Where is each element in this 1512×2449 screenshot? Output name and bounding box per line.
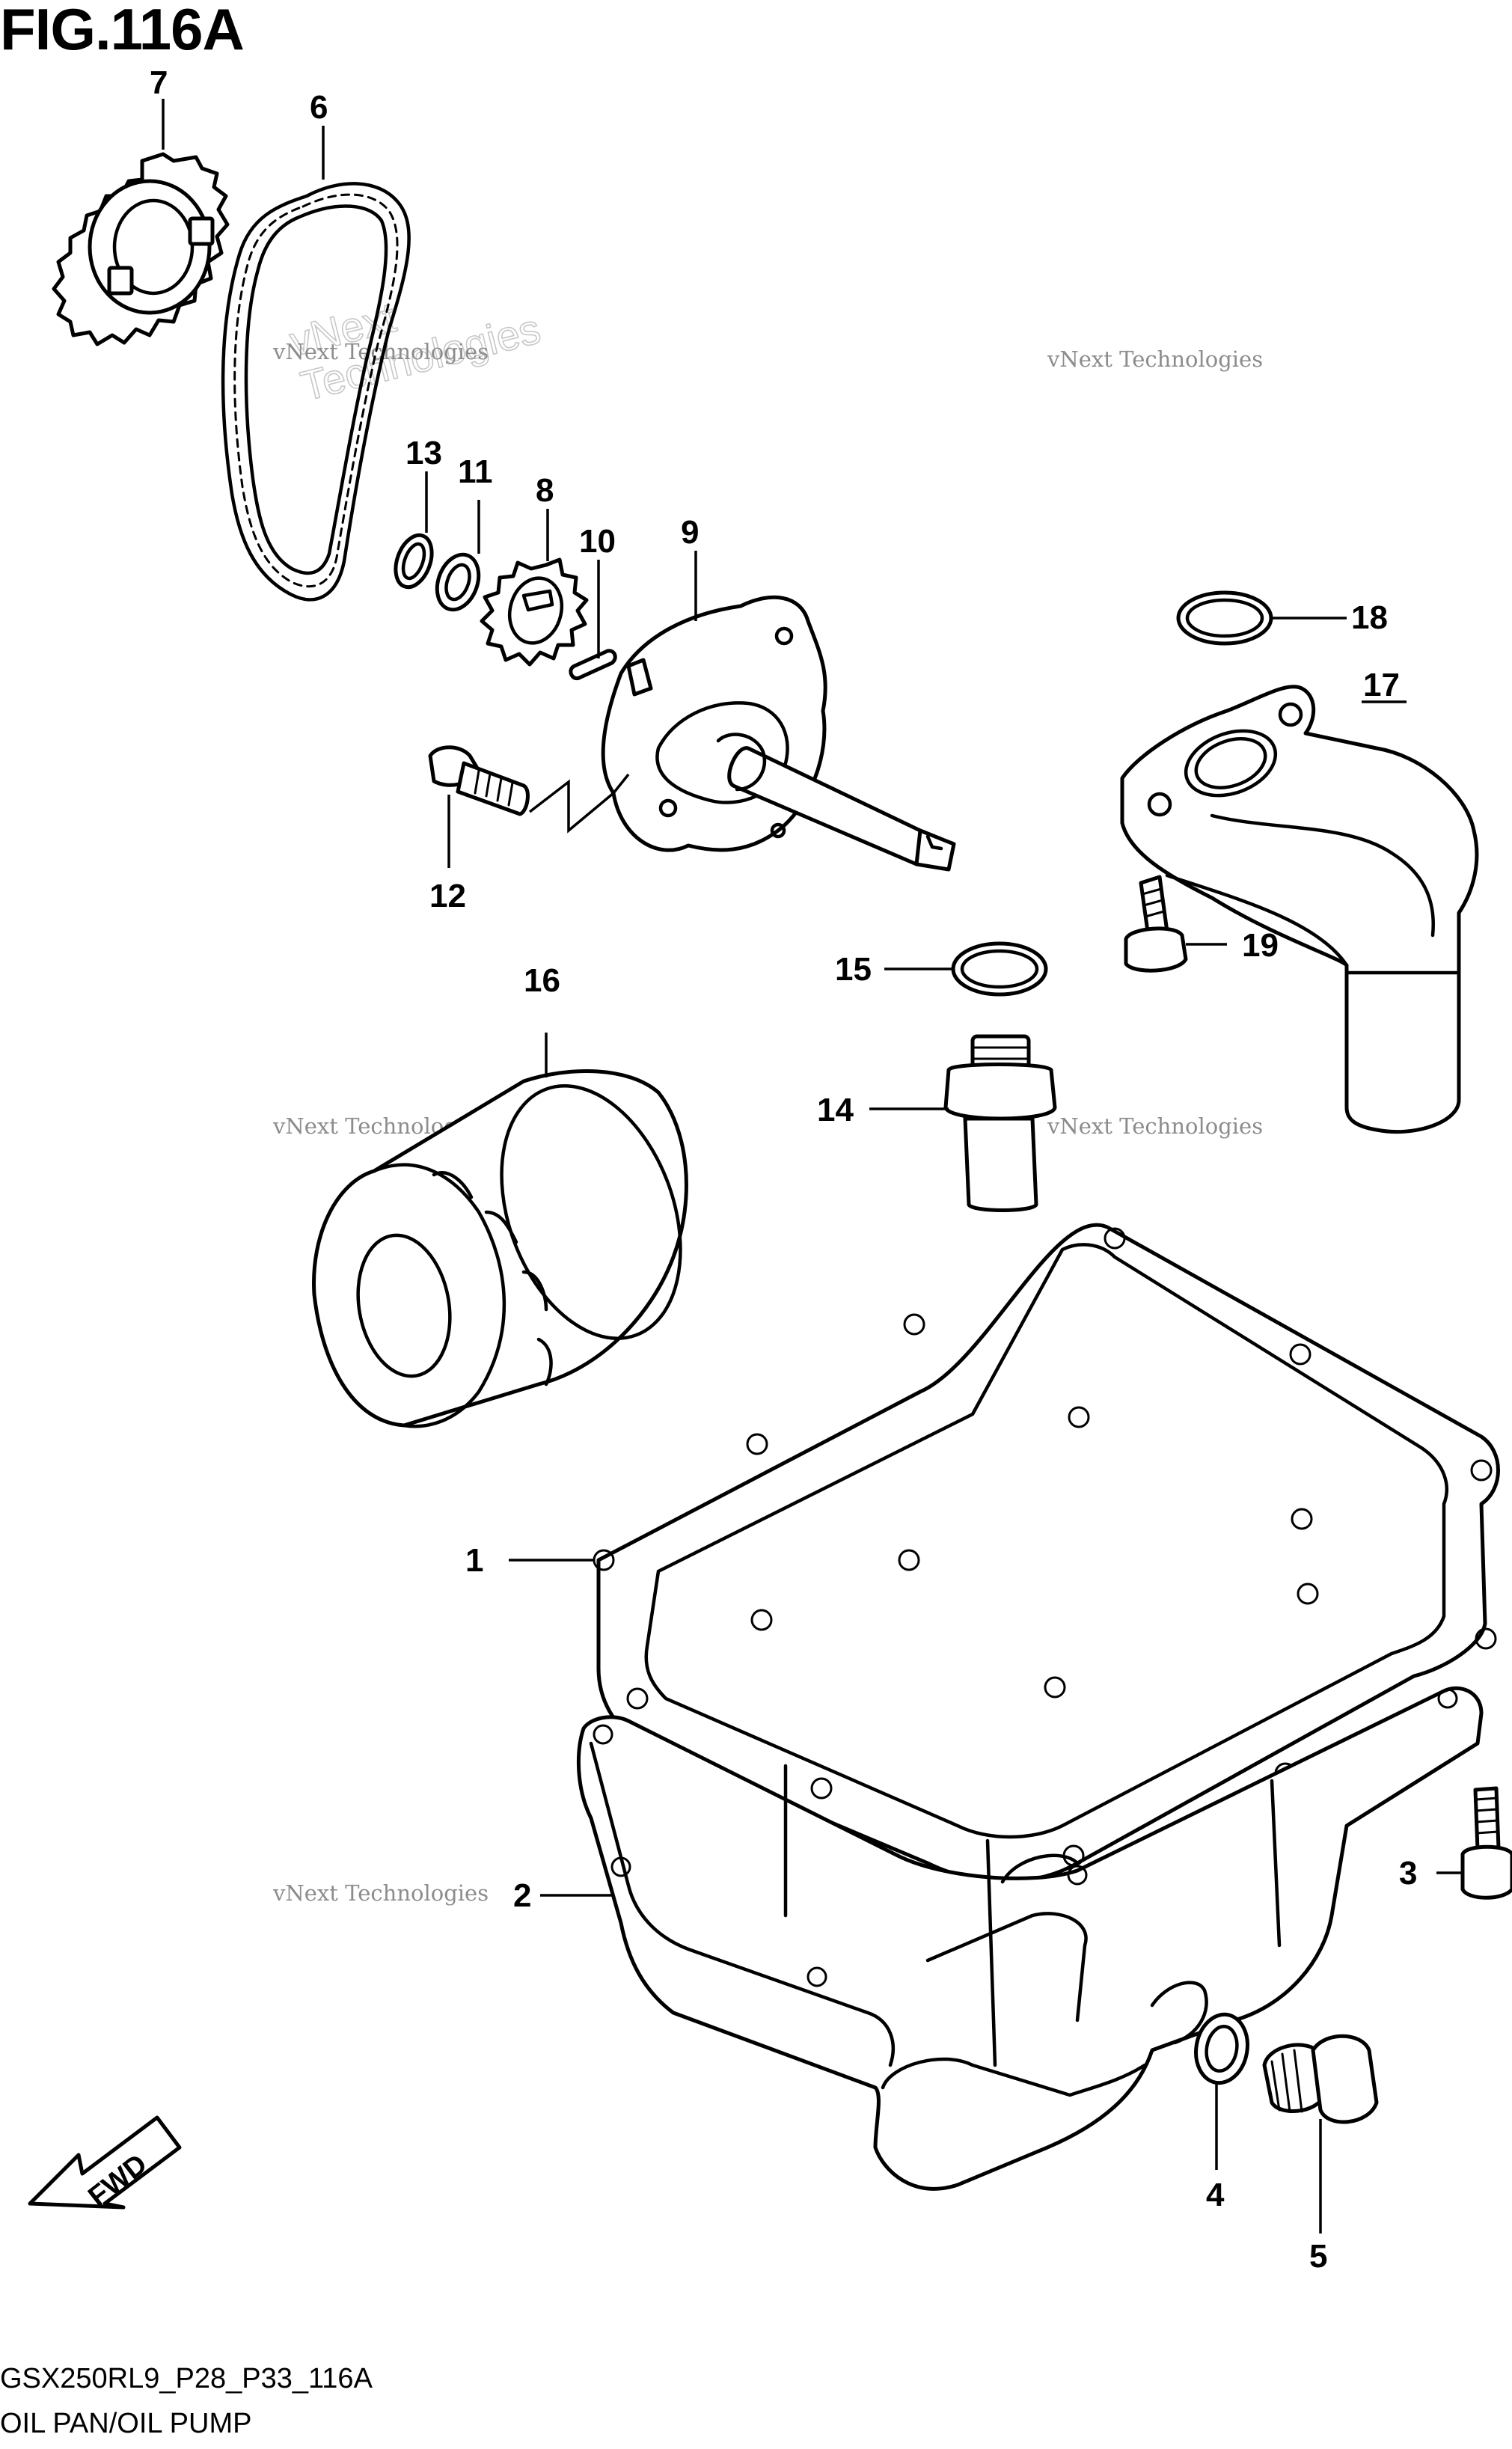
callout-9[interactable]: 9 [681, 514, 699, 551]
callout-10[interactable]: 10 [579, 523, 616, 560]
part-4-washer[interactable] [1191, 2011, 1253, 2087]
callout-1[interactable]: 1 [465, 1542, 483, 1579]
part-17-oil-elbow[interactable] [1120, 685, 1479, 1134]
callout-14[interactable]: 14 [817, 1092, 854, 1128]
part-15-o-ring[interactable] [951, 941, 1048, 997]
callout-12[interactable]: 12 [429, 878, 466, 914]
callout-6[interactable]: 6 [310, 89, 328, 126]
part-14-oil-pressure-switch[interactable] [943, 1034, 1057, 1212]
part-11-washer[interactable] [430, 548, 486, 615]
watermark-text: vNext Technologies [1047, 1113, 1263, 1139]
part-19-bolt[interactable] [1124, 875, 1188, 973]
section-name: OIL PAN/OIL PUMP [0, 2408, 252, 2439]
part-9-oil-pump[interactable] [601, 595, 956, 872]
callout-5[interactable]: 5 [1309, 2238, 1327, 2275]
callout-11[interactable]: 11 [458, 453, 493, 490]
part-12-bolt[interactable] [428, 745, 530, 816]
part-16-oil-filter[interactable] [312, 1061, 714, 1428]
part-13-circlip[interactable] [389, 531, 438, 593]
forward-arrow-icon: FWD [28, 2115, 182, 2213]
callout-15[interactable]: 15 [835, 951, 872, 988]
part-8-pump-gear[interactable] [480, 557, 589, 667]
part-5-drain-plug[interactable] [1262, 2034, 1379, 2124]
part-2-oil-pan[interactable] [576, 1686, 1484, 2191]
callout-18[interactable]: 18 [1351, 599, 1388, 636]
leader-lines [162, 99, 1463, 2234]
part-6-cam-chain[interactable] [221, 182, 411, 602]
callout-8[interactable]: 8 [536, 472, 554, 509]
callout-2[interactable]: 2 [513, 1877, 531, 1914]
watermark-line2: vNextTechnologies [285, 260, 545, 410]
watermark-text: vNext Technologies [1047, 346, 1263, 372]
callout-17[interactable]: 17 [1363, 667, 1400, 703]
part-3-bolt[interactable] [1460, 1786, 1512, 1900]
model-code: GSX250RL9_P28_P33_116A [0, 2363, 373, 2394]
callout-19[interactable]: 19 [1242, 927, 1279, 964]
callout-16[interactable]: 16 [524, 962, 560, 999]
callout-13[interactable]: 13 [405, 435, 442, 471]
callout-4[interactable]: 4 [1206, 2177, 1225, 2213]
figure-title: FIG.116A [0, 0, 245, 62]
callout-numbers: 7 6 13 11 8 10 9 12 18 17 19 15 14 16 1 … [150, 64, 1417, 2275]
watermark-text: vNext Technologies [272, 1880, 489, 1906]
part-18-o-ring[interactable] [1176, 590, 1273, 646]
callout-3[interactable]: 3 [1399, 1855, 1417, 1892]
callout-7[interactable]: 7 [150, 64, 168, 101]
part-10-pin[interactable] [569, 649, 617, 681]
part-7-sprocket[interactable] [52, 152, 230, 346]
